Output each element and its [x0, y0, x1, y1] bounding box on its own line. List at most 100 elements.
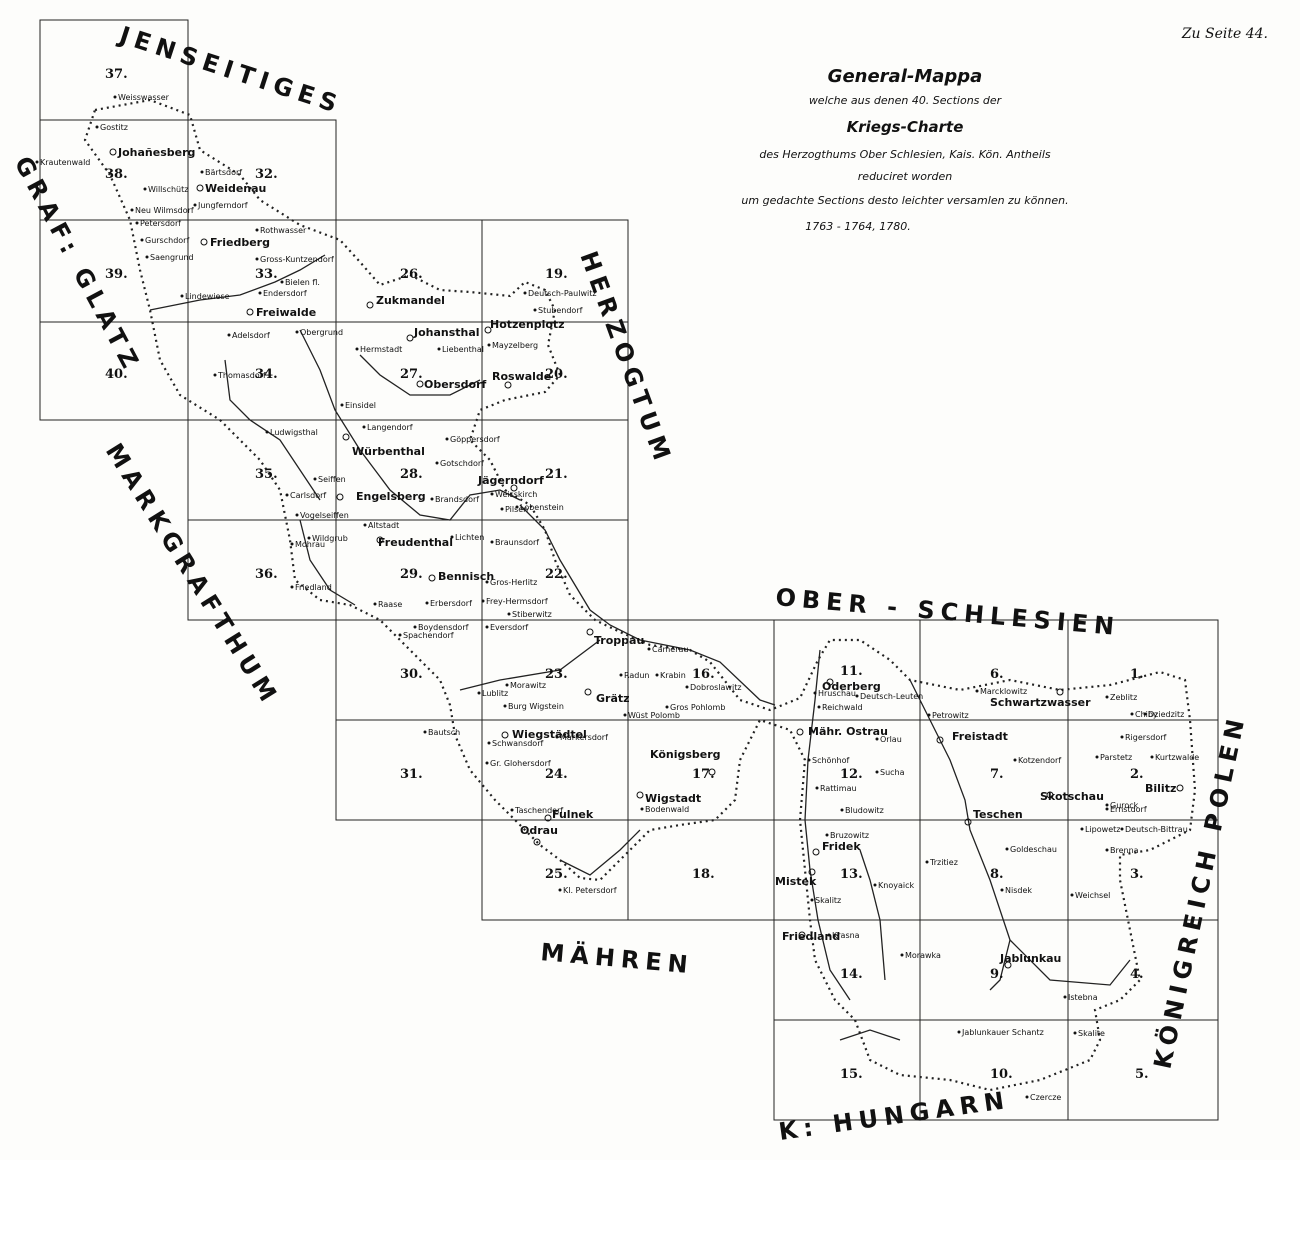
place-dot	[145, 255, 149, 259]
town-marker: Oderberg	[822, 678, 881, 693]
place-label: Markersdorf	[560, 733, 608, 742]
place-label: Nisdek	[1005, 886, 1032, 895]
place-dot	[227, 333, 231, 337]
section-number: 16.	[692, 667, 715, 682]
place-dot	[373, 602, 377, 606]
place-marker: Gurschdorf	[140, 236, 189, 245]
place-label: Erbersdorf	[430, 599, 472, 608]
place-label: Parstetz	[1100, 753, 1132, 762]
town-marker: Wigstadt	[636, 791, 701, 805]
place-dot	[927, 713, 931, 717]
town-label: Johañesberg	[117, 146, 195, 159]
place-marker: Weisswasser	[113, 93, 170, 102]
place-dot	[95, 125, 99, 129]
place-dot	[1105, 695, 1109, 699]
place-label: Lichten	[455, 533, 484, 542]
place-label: Taschendorf	[514, 806, 563, 815]
place-dot	[180, 294, 184, 298]
title-line-2: welche aus denen 40. Sections der	[809, 94, 1003, 107]
section-number: 32.	[255, 167, 278, 182]
place-label: Czercze	[1030, 1093, 1061, 1102]
section-number: 40.	[105, 367, 128, 382]
place-label: Hermstadt	[360, 345, 402, 354]
place-dot	[813, 691, 817, 695]
town-label: Fridek	[822, 840, 861, 853]
town-label: Mähr. Ostrau	[808, 725, 888, 738]
place-dot	[485, 580, 489, 584]
place-marker: Gostitz	[95, 123, 128, 132]
place-dot	[355, 347, 359, 351]
place-marker: Dziedzitz	[1143, 710, 1184, 719]
place-label: Adelsdorf	[232, 331, 270, 340]
place-marker: Skalite	[1073, 1029, 1105, 1038]
place-label: Friedland	[295, 583, 332, 592]
place-marker: Skalitz	[810, 896, 841, 905]
section-number: 28.	[400, 467, 423, 482]
place-marker: Bielen fl.	[280, 278, 320, 287]
place-marker: Lichten	[450, 533, 484, 542]
place-marker: Taschendorf	[510, 806, 563, 815]
place-label: Seiffen	[318, 475, 346, 484]
place-dot	[840, 808, 844, 812]
place-dot	[485, 625, 489, 629]
town-label: Bennisch	[438, 570, 494, 583]
place-marker: Morawitz	[505, 681, 546, 690]
place-marker: Deutsch-Paulwitz	[523, 289, 597, 298]
place-label: Zeblitz	[1110, 693, 1137, 702]
town-marker: Bilitz	[1145, 782, 1184, 795]
town-label: Weidenau	[205, 182, 266, 195]
place-label: Rothwasser	[260, 226, 307, 235]
place-label: Gurschdorf	[145, 236, 189, 245]
section-number: 21.	[545, 467, 568, 482]
place-dot	[258, 291, 262, 295]
town-label: Würbenthal	[352, 445, 425, 458]
town-marker: Zukmandel	[366, 294, 445, 309]
place-dot	[255, 257, 259, 261]
town-label: Jablunkau	[999, 952, 1061, 965]
place-dot	[815, 786, 819, 790]
place-label: Vogelseiffen	[300, 511, 349, 520]
place-dot	[685, 685, 689, 689]
place-label: Mohrau	[295, 540, 325, 549]
place-label: Camerau	[652, 645, 688, 654]
place-dot	[1073, 1031, 1077, 1035]
place-marker: Istebna	[1063, 993, 1098, 1002]
place-marker: Stiberwitz	[507, 610, 552, 619]
place-marker: Gotschdorf	[435, 459, 484, 468]
place-dot	[1005, 847, 1009, 851]
place-dot	[413, 625, 417, 629]
place-label: Chiby	[1135, 710, 1158, 719]
section-number: 18.	[692, 867, 715, 882]
place-label: Raase	[378, 600, 402, 609]
title-block: General-Mappa welche aus denen 40. Secti…	[741, 66, 1068, 233]
place-label: Rigersdorf	[1125, 733, 1167, 742]
place-marker: Gurock	[1105, 801, 1139, 810]
town-marker: Würbenthal	[342, 433, 425, 458]
place-marker: Trzitiez	[925, 858, 958, 867]
place-marker: Nisdek	[1000, 886, 1032, 895]
place-dot	[481, 599, 485, 603]
section-number: 29.	[400, 567, 423, 582]
major-towns: Johañesberg Weidenau Friedberg Freiwalde…	[109, 146, 1184, 969]
place-dot	[450, 535, 454, 539]
place-label: Altstadt	[368, 521, 399, 530]
town-label: Skotschau	[1040, 790, 1104, 803]
section-number: 9.	[990, 967, 1004, 982]
town-marker: Friedberg	[200, 236, 270, 249]
place-dot	[855, 694, 859, 698]
place-marker: Goldeschau	[1005, 845, 1057, 854]
place-marker: Kotzendorf	[1013, 756, 1061, 765]
place-dot	[1143, 712, 1147, 716]
place-marker: Knoyaick	[873, 881, 914, 890]
town-marker: Königsberg	[650, 748, 721, 776]
town-marker: Wiegstädtel	[501, 728, 587, 741]
place-marker: Morawka	[900, 951, 941, 960]
town-marker: Freudenthal	[376, 536, 453, 549]
place-dot	[510, 808, 514, 812]
place-dot	[655, 673, 659, 677]
place-label: Lublitz	[482, 689, 508, 698]
place-marker: Sucha	[875, 768, 905, 777]
place-dot	[445, 437, 449, 441]
place-marker: Langendorf	[362, 423, 413, 432]
place-dot	[437, 347, 441, 351]
